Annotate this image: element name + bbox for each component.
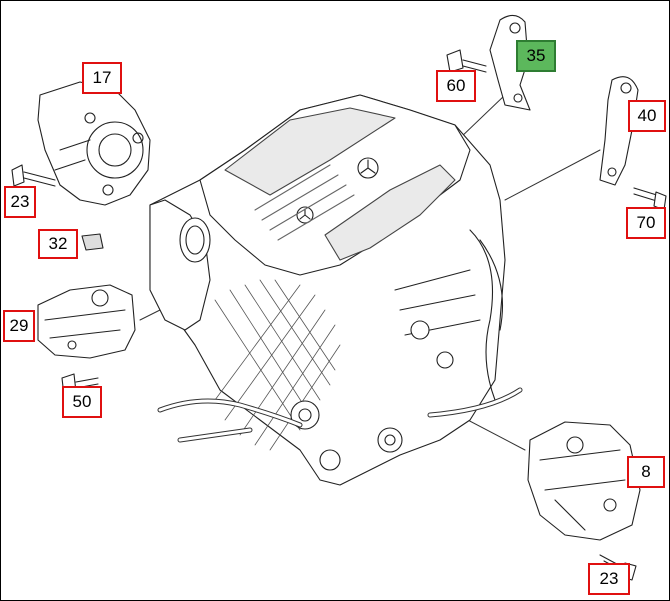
callout-70[interactable]: 70: [626, 207, 666, 239]
callout-35[interactable]: 35: [516, 40, 556, 72]
part-32-clip: [81, 233, 104, 251]
part-70-bolt: [633, 187, 667, 211]
part-23-bolt-left: [11, 164, 56, 187]
callout-23-left[interactable]: 23: [4, 186, 36, 218]
engine-assembly: [149, 94, 523, 486]
part-17-pump: [37, 81, 151, 206]
part-60-bolt: [446, 49, 487, 73]
callout-23-right[interactable]: 23: [588, 563, 630, 595]
callout-29[interactable]: 29: [3, 310, 35, 342]
part-29-bracket: [37, 284, 136, 359]
part-35-bracket: [489, 14, 531, 111]
callout-8[interactable]: 8: [627, 456, 665, 488]
callout-60[interactable]: 60: [436, 70, 476, 102]
part-8-engine-mount: [527, 421, 641, 541]
callout-40[interactable]: 40: [628, 100, 666, 132]
callout-32[interactable]: 32: [38, 229, 78, 259]
callout-17[interactable]: 17: [82, 62, 122, 94]
callout-50[interactable]: 50: [62, 386, 102, 418]
